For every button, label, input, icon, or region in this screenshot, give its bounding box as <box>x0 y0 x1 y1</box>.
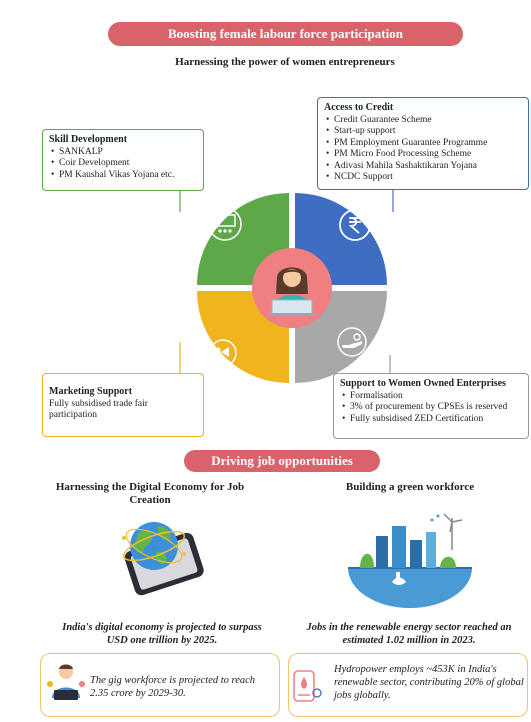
marketing-title: Marketing Support <box>49 386 133 397</box>
green-title: Building a green workforce <box>345 481 475 493</box>
women-title: Support to Women Owned Enterprises <box>340 378 506 389</box>
presentation-icon <box>208 207 242 241</box>
hydropower-text: Hydropower employs ~453K in India's rene… <box>334 664 524 701</box>
hydropower-box <box>288 653 528 717</box>
credit-item: NCDC Support <box>326 172 522 184</box>
page-subtitle: Harnessing the power of women entreprene… <box>175 56 395 68</box>
credit-item: Credit Guarantee Scheme <box>326 115 522 127</box>
women-item: Fully subsidised ZED Certification <box>342 414 522 426</box>
credit-title: Access to Credit <box>324 102 394 113</box>
skill-item: SANKALP <box>51 147 197 159</box>
skill-development-box: Skill Development SANKALP Coir Developme… <box>42 129 204 191</box>
women-item: Formalisation <box>342 391 522 403</box>
skill-item: PM Kaushal Vikas Yojana etc. <box>51 170 197 182</box>
marketing-support-box: Marketing Support Fully subsidised trade… <box>42 373 204 437</box>
credit-item: PM Micro Food Processing Scheme <box>326 149 522 161</box>
green-caption: Jobs in the renewable energy sector reac… <box>306 622 512 646</box>
gig-workforce-text: The gig workforce is projected to reach … <box>90 675 256 699</box>
marketing-text: Fully subsidised trade fair participatio… <box>49 398 148 421</box>
hand-giving-icon <box>337 327 367 357</box>
skill-item: Coir Development <box>51 158 197 170</box>
jobs-banner: Driving job opportunities <box>184 450 380 472</box>
women-item: 3% of procurement by CPSEs is reserved <box>342 402 522 414</box>
women-enterprises-box: Support to Women Owned Enterprises Forma… <box>333 373 529 439</box>
globe-phone-icon <box>122 522 204 596</box>
megaphone-icon <box>209 339 237 367</box>
gig-worker-icon <box>47 664 85 700</box>
access-to-credit-box: Access to Credit Credit Guarantee Scheme… <box>317 97 529 190</box>
digital-title: Harnessing the Digital Economy for Job C… <box>55 481 245 506</box>
credit-item: PM Employment Guarantee Programme <box>326 138 522 150</box>
credit-item: Start-up support <box>326 126 522 138</box>
top-banner: Boosting female labour force participati… <box>108 22 463 46</box>
rupee-icon <box>339 209 371 241</box>
credit-item: Adivasi Mahila Sashaktikaran Yojana <box>326 161 522 173</box>
woman-at-laptop-icon <box>268 267 316 316</box>
digital-caption: India's digital economy is projected to … <box>62 622 262 646</box>
hydropower-icon <box>293 670 322 702</box>
green-city-icon <box>348 513 472 608</box>
skill-title: Skill Development <box>49 134 128 145</box>
